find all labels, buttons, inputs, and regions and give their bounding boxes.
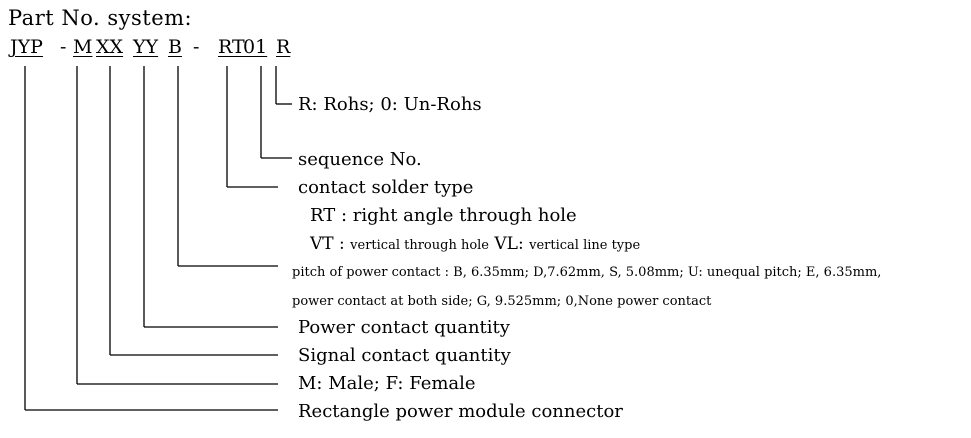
desc-rt: RT : right angle through hole bbox=[310, 205, 577, 226]
desc-rohs: R: Rohs; 0: Un-Rohs bbox=[298, 94, 482, 115]
desc-pitch-line-1: pitch of power contact : B, 6.35mm; D,7.… bbox=[292, 265, 882, 280]
code-dash-1: - bbox=[60, 36, 67, 58]
code-segment-pitch: B bbox=[168, 36, 182, 58]
desc-product: Rectangle power module connector bbox=[298, 401, 623, 422]
code-segment-rohs: R bbox=[276, 36, 291, 58]
desc-pitch-line-2: power contact at both side; G, 9.525mm; … bbox=[292, 294, 712, 309]
code-segment-solder-type: RT bbox=[218, 36, 245, 58]
desc-vt-vl: VT : vertical through hole VL: vertical … bbox=[310, 233, 640, 254]
desc-gender: M: Male; F: Female bbox=[298, 373, 476, 394]
code-segment-series: JYP bbox=[10, 36, 43, 58]
desc-vl-prefix: VL: bbox=[489, 234, 530, 254]
desc-vt-text: vertical through hole bbox=[350, 238, 489, 253]
desc-vt-prefix: VT : bbox=[310, 234, 351, 254]
desc-sequence: sequence No. bbox=[298, 149, 422, 170]
diagram-title: Part No. system: bbox=[8, 6, 193, 30]
desc-contact-solder-type: contact solder type bbox=[298, 177, 474, 198]
code-segment-sequence: 01 bbox=[243, 36, 268, 58]
desc-power-qty: Power contact quantity bbox=[298, 317, 510, 338]
code-segment-power-qty: YY bbox=[133, 36, 159, 58]
desc-vl-text: vertical line type bbox=[529, 238, 641, 253]
code-segment-gender: M bbox=[73, 36, 93, 58]
code-segment-signal-qty: XX bbox=[96, 36, 124, 58]
desc-signal-qty: Signal contact quantity bbox=[298, 345, 511, 366]
code-dash-2: - bbox=[193, 36, 200, 58]
